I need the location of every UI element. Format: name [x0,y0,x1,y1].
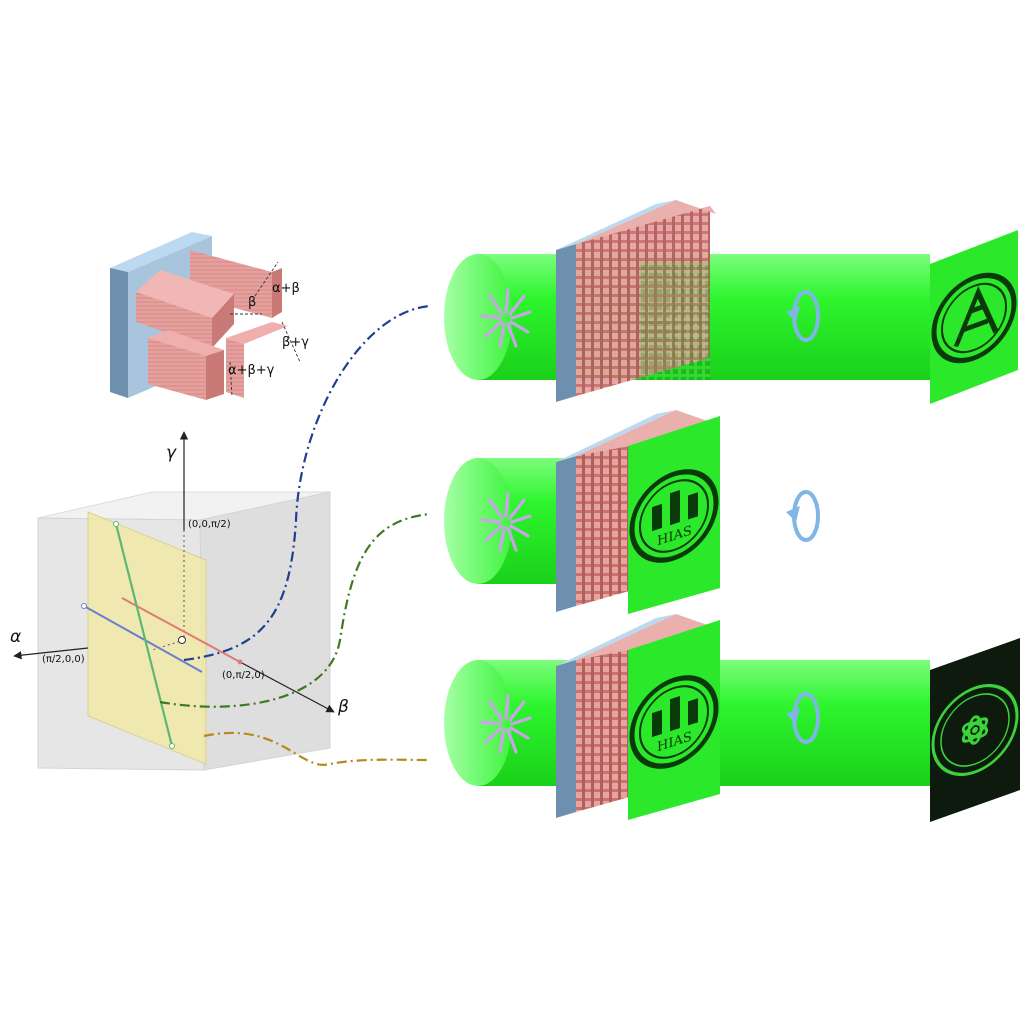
cube-side-face [199,491,331,771]
hias-logo-icon [931,272,1017,364]
bar-mid-right-front [226,338,244,398]
axis-alpha-label: α [10,627,21,647]
rotation-arrow-icon [786,490,820,542]
beam-input-cap [444,458,512,584]
bar-top-left-end [212,294,234,348]
alpha-axis [13,647,89,660]
beam-input-cap [444,660,512,786]
substrate-top [556,200,676,250]
hias-logo-icon: HIAS [629,469,719,563]
green-path [114,523,174,747]
beam-row-3: HIAS [444,614,1020,822]
radial-polarization-icon [480,492,532,552]
bar-top-left-front [136,292,212,348]
beam-row-2: HIAS [444,410,820,614]
bar-bottom-left [148,330,224,356]
label-alpha-beta: α+β [272,281,300,296]
point-alpha-label: (π/2,0,0) [42,654,85,665]
parameter-cube: γ α β (0,0,π/2) (π/2,0,0) (0,π/2,0) [10,431,349,771]
bar-top-left [136,270,234,318]
curve-mid [159,512,431,708]
beam-input-cap [444,254,512,380]
beta-axis [239,661,335,713]
meta-atom-block: α+β β β+γ α+β+γ [110,232,309,400]
substrate-side [556,244,576,402]
label-alpha-beta-gamma: α+β+γ [228,363,275,378]
connector-curves [159,304,431,766]
substrate-top [556,614,676,666]
beam-row-1 [444,200,1018,404]
curve-top [183,304,431,662]
substrate-side [556,660,576,818]
metasurface-pillars [576,632,640,812]
axis-beta-label: β [337,697,349,717]
label-beta-gamma: β+γ [282,335,309,350]
point-beta-label: (0,π/2,0) [222,670,265,681]
bar-bottom-left-front [148,338,206,400]
bar-bottom-left-end [206,350,224,400]
label-beta-small: β [248,295,256,310]
block-substrate-top [110,232,212,272]
blue-path [83,605,203,673]
bar-top-right-end [272,268,282,318]
metasurface-pillars [576,428,640,606]
rotation-arrow-icon [786,692,820,744]
bar-mid-right [226,322,288,344]
radial-polarization-icon [480,288,532,348]
point-gamma-label: (0,0,π/2) [188,519,231,530]
radial-polarization-icon [480,694,532,754]
red-path [121,597,241,663]
substrate-top [556,410,676,462]
rotation-arrow-icon [786,290,820,342]
substrate-side [556,456,576,612]
axis-gamma-label: γ [166,443,177,463]
cas-logo-icon [931,683,1019,777]
block-substrate-front [110,268,128,398]
